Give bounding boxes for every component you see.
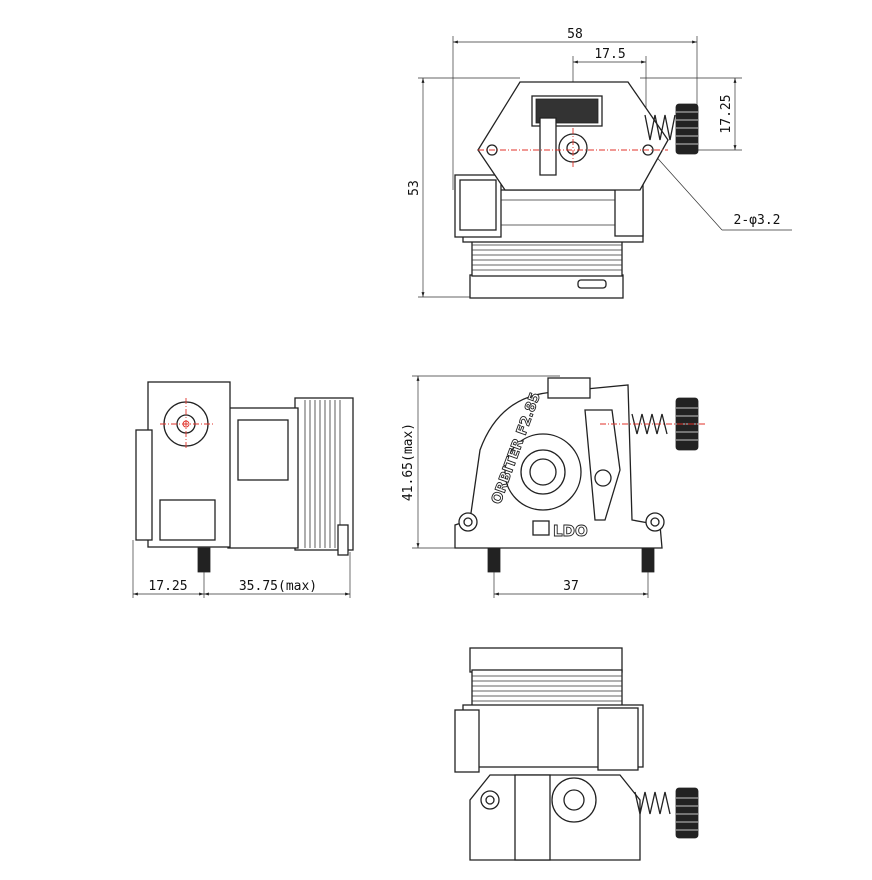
tension-spring: [644, 114, 676, 141]
hole-callout-label: 2-φ3.2: [734, 213, 781, 228]
side-latch: [159, 499, 216, 541]
dim-58-label: 58: [567, 27, 583, 42]
front-view: ORBITER F2.85 LDO 41.65(max) 37: [401, 375, 706, 598]
dim-17-5-label: 17.5: [594, 47, 625, 62]
bottom-view: [454, 647, 699, 861]
dim-53-label: 53: [407, 180, 422, 196]
brand-mark: [532, 520, 550, 536]
side-housing: [227, 407, 299, 549]
bottom-spring: [634, 791, 671, 815]
top-view: 58 17.5 17.25 53 2-φ3.2: [407, 27, 792, 299]
bottom-motor-base: [469, 647, 623, 673]
bottom-knob: [675, 787, 699, 839]
dim-35-75-label: 35.75(max): [239, 579, 317, 594]
callout-leader: [651, 151, 723, 231]
dim-37-label: 37: [563, 579, 579, 594]
tension-knob: [675, 103, 699, 155]
left-clamp: [454, 174, 502, 238]
front-lever: [584, 409, 621, 521]
side-bolt: [197, 547, 211, 573]
side-view: 17.25 35.75(max): [132, 381, 354, 598]
front-top-block: [547, 377, 591, 399]
lever-arm: [539, 117, 557, 176]
side-filament-guide: [135, 429, 153, 541]
dim-17-25-top-label: 17.25: [719, 94, 734, 133]
dim-41-65-label: 41.65(max): [401, 423, 416, 501]
motor-base: [469, 274, 624, 299]
dim-17-25-side-label: 17.25: [148, 579, 187, 594]
bottom-plate: [469, 774, 641, 861]
brand-label: LDO: [553, 522, 588, 540]
